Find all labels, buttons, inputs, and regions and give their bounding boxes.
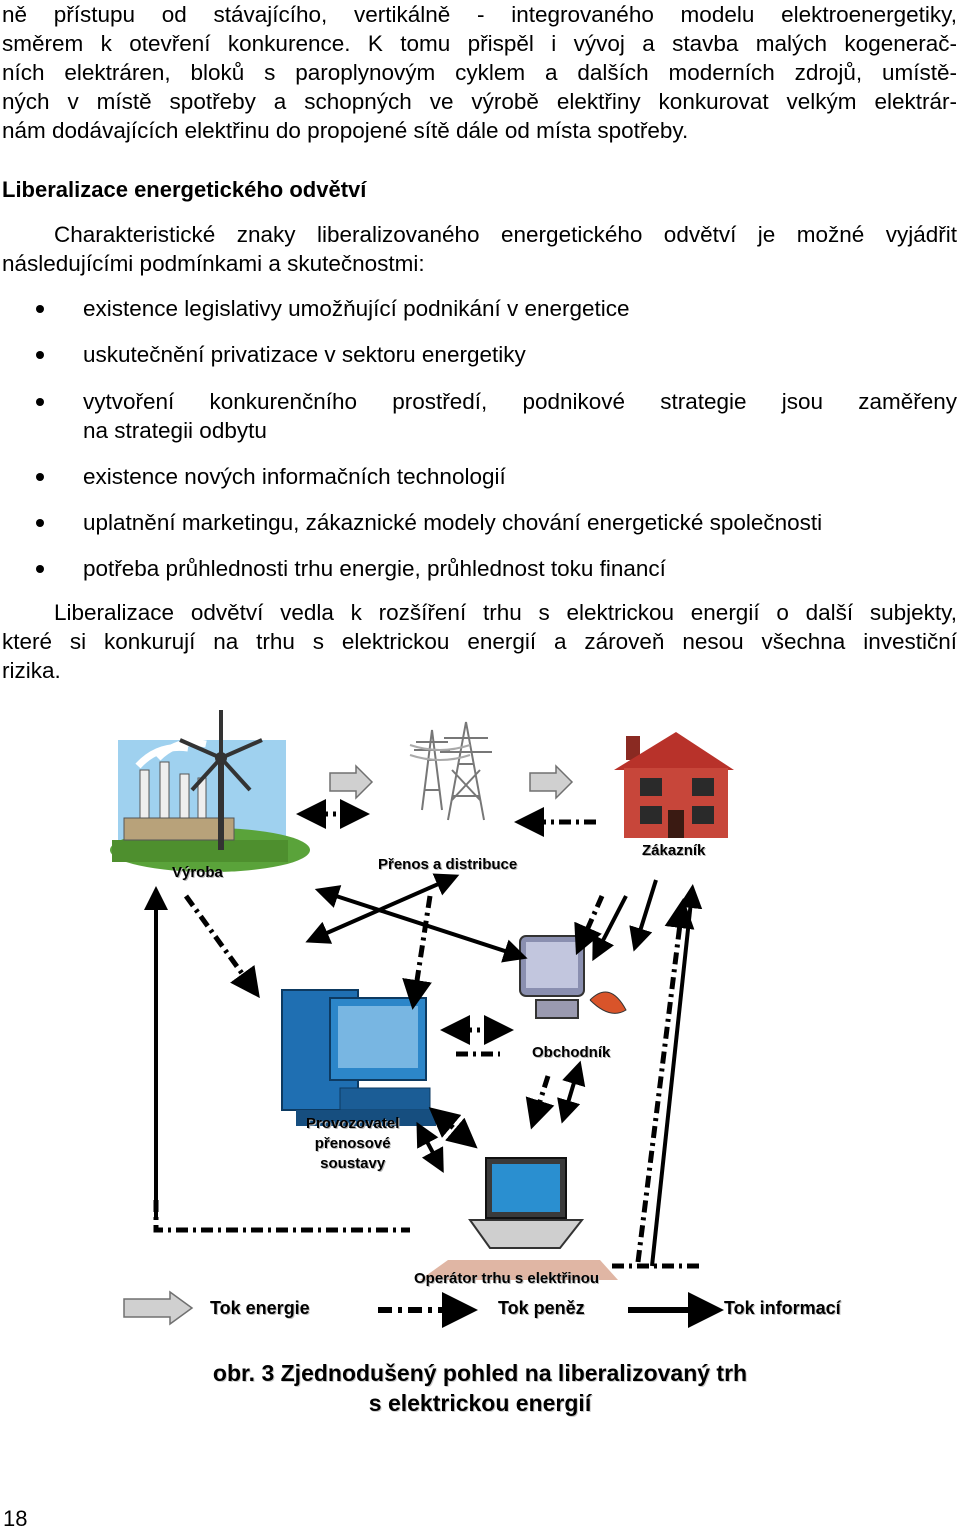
label-obchodnik: Obchodník [532, 1044, 611, 1061]
label-vyroba: Výroba [172, 864, 223, 881]
list-item-text: uskutečnění privatizace v sektoru energe… [83, 342, 526, 367]
legend-informaci-label: Tok informací [724, 1298, 841, 1318]
bullet-icon [36, 398, 44, 406]
market-diagram: Výroba Přenos a distribuce Zákazník Obch… [0, 700, 960, 1340]
bullet-icon [36, 519, 44, 527]
transmission-tower-icon [409, 721, 492, 821]
text-line: ně přístupu od stávajícího, vertikálně -… [2, 2, 957, 27]
text-line: nám dodávajících elektřinu do propojené … [2, 118, 689, 143]
text-line: směrem k otevření konkurence. K tomu při… [2, 31, 957, 56]
caption-line: s elektrickou energií [368, 1390, 592, 1416]
house-icon [614, 732, 734, 838]
text-line: následujícími podmínkami a skutečnostmi: [2, 251, 425, 276]
list-item-text: potřeba průhlednosti trhu energie, průhl… [83, 556, 666, 581]
text-line: které si konkurují na trhu s elektrickou… [2, 629, 957, 654]
list-item-text: vytvoření konkurenčního prostředí, podni… [83, 389, 957, 414]
bullet-icon [36, 473, 44, 481]
legend-energie-label: Tok energie [210, 1298, 310, 1318]
section-heading: Liberalizace energetického odvětví [2, 177, 367, 202]
label-operator: Operátor trhu s elektřinou [414, 1270, 600, 1287]
text-line: ních elektráren, bloků s paroplynovým cy… [2, 60, 957, 85]
monitor-icon [519, 935, 627, 1019]
label-prenos: Přenos a distribuce [378, 856, 518, 873]
text-line: ných v místě spotřeby a schopných ve výr… [2, 89, 957, 114]
market-diagram-graphic [110, 710, 734, 1328]
energy-arrow [529, 764, 574, 800]
bullet-icon [36, 305, 44, 313]
page-number: 18 [3, 1506, 28, 1531]
laptop-icon [420, 1157, 618, 1280]
caption-line: obr. 3 Zjednodušený pohled na liberalizo… [212, 1360, 748, 1386]
text-line: Liberalizace odvětví vedla k rozšíření t… [54, 600, 957, 625]
energy-flow-arrows [329, 764, 574, 800]
label-provozovatel-line: Provozovatel [306, 1115, 400, 1132]
label-zakaznik: Zákazník [642, 842, 706, 859]
label-provozovatel-line: přenosové [314, 1135, 391, 1152]
list-item-text: existence nových informačních technologi… [83, 464, 506, 489]
legend-energy-symbol [123, 1290, 194, 1326]
label-provozovatel: Provozovatel přenosové soustavy [306, 1114, 399, 1174]
text-line: Charakteristické znaky liberalizovaného … [54, 222, 957, 247]
bullet-icon [36, 565, 44, 573]
computer-icon [281, 989, 436, 1126]
list-item-text: na strategii odbytu [83, 418, 267, 443]
list-item-text: uplatnění marketingu, zákaznické modely … [83, 510, 823, 535]
figure-caption: obr. 3 Zjednodušený pohled na liberalizo… [0, 1358, 960, 1418]
bullet-icon [36, 351, 44, 359]
lead-paragraph: Charakteristické znaky liberalizovaného … [2, 220, 957, 278]
closing-paragraph: Liberalizace odvětví vedla k rozšíření t… [2, 598, 957, 685]
power-plant-icon [110, 710, 310, 872]
money-flow-arrows-lower [153, 894, 704, 1269]
list-item-text: existence legislativy umožňující podniká… [83, 296, 630, 321]
legend-penez-label: Tok peněz [498, 1298, 585, 1318]
energy-arrow [329, 764, 374, 800]
intro-paragraph: ně přístupu od stávajícího, vertikálně -… [2, 0, 957, 145]
label-provozovatel-line: soustavy [320, 1155, 386, 1172]
text-line: rizika. [2, 658, 61, 683]
money-flow-arrows [296, 799, 596, 837]
legend [123, 1290, 724, 1328]
